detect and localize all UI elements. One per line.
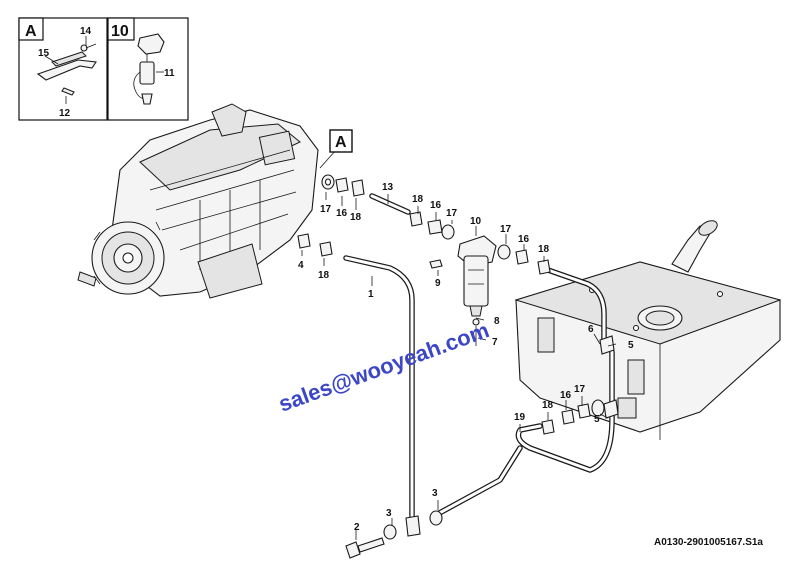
inset-a: A 14 15 12 xyxy=(18,17,108,121)
watermark-text: sales@wooyeah.com xyxy=(275,317,492,416)
callout-17-c: 17 xyxy=(500,224,512,235)
callout-3-a: 3 xyxy=(432,488,438,499)
inset-a-label-14: 14 xyxy=(80,26,92,37)
callout-5-a: 5 xyxy=(628,340,634,351)
callout-2: 2 xyxy=(354,522,360,533)
callout-18-b: 18 xyxy=(412,194,424,205)
callout-18-e: 18 xyxy=(542,400,554,411)
callout-9: 9 xyxy=(435,278,441,289)
inset-10-label-11: 11 xyxy=(164,68,175,79)
callout-8: 8 xyxy=(494,316,500,327)
callout-19: 19 xyxy=(514,412,526,423)
engine xyxy=(77,103,337,299)
callout-labels: 17 16 18 13 18 16 17 10 17 16 18 4 18 9 … xyxy=(298,182,634,533)
inset-10: 10 11 xyxy=(107,17,189,121)
callout-16-a: 16 xyxy=(336,208,348,219)
callout-17-a: 17 xyxy=(320,204,332,215)
fuel-tank xyxy=(514,220,782,440)
callout-17-b: 17 xyxy=(446,208,458,219)
inset-10-number: 10 xyxy=(111,23,129,40)
callout-5-b: 5 xyxy=(594,414,600,425)
callout-6: 6 xyxy=(588,324,594,335)
callout-4: 4 xyxy=(298,260,304,271)
pipes xyxy=(343,193,615,523)
callout-1: 1 xyxy=(368,289,374,300)
view-marker-a: A xyxy=(329,129,353,153)
callout-16-c: 16 xyxy=(518,234,530,245)
callout-18-c: 18 xyxy=(538,244,550,255)
drawing-reference: A0130-2901005167.S1a xyxy=(654,537,763,548)
callout-3-b: 3 xyxy=(386,508,392,519)
callout-13: 13 xyxy=(382,182,394,193)
callout-16-d: 16 xyxy=(560,390,572,401)
inset-a-label-12: 12 xyxy=(59,108,71,119)
inset-a-label-15: 15 xyxy=(38,48,50,59)
callout-18-d: 18 xyxy=(318,270,330,281)
callout-16-b: 16 xyxy=(430,200,442,211)
callout-18-a: 18 xyxy=(350,212,362,223)
callout-10: 10 xyxy=(470,216,482,227)
leader-lines xyxy=(301,192,617,540)
view-marker-letter: A xyxy=(335,134,347,151)
fuel-filter xyxy=(457,235,497,346)
inset-a-letter: A xyxy=(25,23,37,40)
fittings xyxy=(297,174,619,559)
callout-7: 7 xyxy=(492,337,498,348)
callout-17-d: 17 xyxy=(574,384,586,395)
